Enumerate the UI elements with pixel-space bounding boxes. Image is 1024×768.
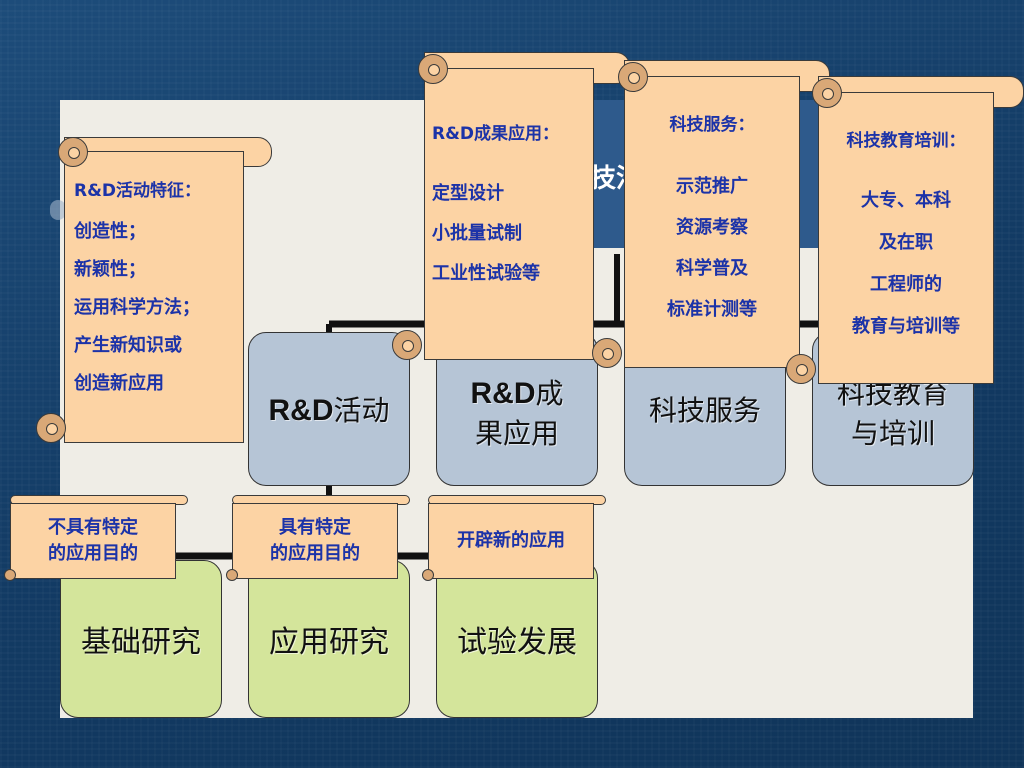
tech-edu-line2: 与培训 [850,417,935,450]
rd-activity-en: R&D [268,394,334,427]
callout-tech-education: 科技教育培训： 大专、本科 及在职 工程师的 教育与培训等 [786,76,1024,386]
banner-line: 开辟新的应用 [457,530,565,551]
callout-title: 科技教育培训： [846,131,966,151]
callout-line: 小批量试制 [432,223,522,244]
rd-app-line2: 果应用 [474,417,559,450]
callout-text: 科技教育培训： 大专、本科 及在职 工程师的 教育与培训等 [818,128,994,348]
rd-activity-cn: 活动 [333,394,390,427]
scroll-curl-top [812,78,842,108]
ghost-shape [50,200,66,220]
callout-title: 科技服务： [669,115,755,135]
node-applied-research: 应用研究 [248,560,410,718]
callout-title: R&D成果应用： [432,124,560,144]
scroll-body [424,68,594,360]
callout-line: 工程师的 [870,274,942,295]
node-experimental-development: 试验发展 [436,560,598,718]
callout-rd-application: R&D成果应用： 定型设计 小批量试制 工业性试验等 [392,52,632,362]
callout-line: 标准计测等 [667,299,757,320]
banner-line: 的应用目的 [48,543,138,564]
banner-basic: 不具有特定 的应用目的 [10,503,176,579]
rd-app-cn1: 成 [535,377,564,410]
callout-line: 产生新知识或 [74,335,182,356]
node-rd-activity: R&D活动 [248,332,410,486]
scroll-curl-bottom [392,330,422,360]
banner-experimental: 开辟新的应用 [428,503,594,579]
callout-tech-service: 科技服务： 示范推广 资源考察 科学普及 标准计测等 [592,60,832,370]
callout-line: 创造新应用 [74,373,164,394]
rd-app-en: R&D [470,377,536,410]
banner-curl-icon [422,569,434,581]
callout-rd-features: R&D活动特征： 创造性； 新颖性； 运用科学方法； 产生新知识或 创造新应用 [36,137,276,445]
scroll-curl-bottom [592,338,622,368]
node-basic-research: 基础研究 [60,560,222,718]
callout-line: 科学普及 [676,258,748,279]
callout-line: 资源考察 [676,217,748,238]
callout-line: 新颖性； [74,259,146,280]
callout-text: R&D成果应用： 定型设计 小批量试制 工业性试验等 [432,120,559,294]
banner-applied: 具有特定 的应用目的 [232,503,398,579]
callout-line: 运用科学方法； [74,297,200,318]
callout-line: 教育与培训等 [852,316,960,337]
callout-line: 工业性试验等 [432,263,540,284]
scroll-body [818,92,994,384]
banner-line: 具有特定 [279,517,351,538]
callout-title: R&D活动特征： [74,181,202,201]
banner-line: 的应用目的 [270,543,360,564]
scroll-body [64,151,244,443]
callout-line: 示范推广 [676,176,748,197]
callout-text: R&D活动特征： 创造性； 新颖性； 运用科学方法； 产生新知识或 创造新应用 [74,177,201,403]
callout-line: 及在职 [879,232,933,253]
scroll-curl-top [618,62,648,92]
callout-line: 定型设计 [432,183,504,204]
scroll-curl-top [418,54,448,84]
banner-curl-icon [4,569,16,581]
scroll-body [624,76,800,368]
scroll-curl-top [58,137,88,167]
callout-line: 大专、本科 [861,190,951,211]
scroll-curl-bottom [786,354,816,384]
banner-line: 不具有特定 [48,517,138,538]
callout-line: 创造性； [74,221,146,242]
scroll-curl-bottom [36,413,66,443]
banner-curl-icon [226,569,238,581]
callout-text: 科技服务： 示范推广 资源考察 科学普及 标准计测等 [624,112,800,330]
